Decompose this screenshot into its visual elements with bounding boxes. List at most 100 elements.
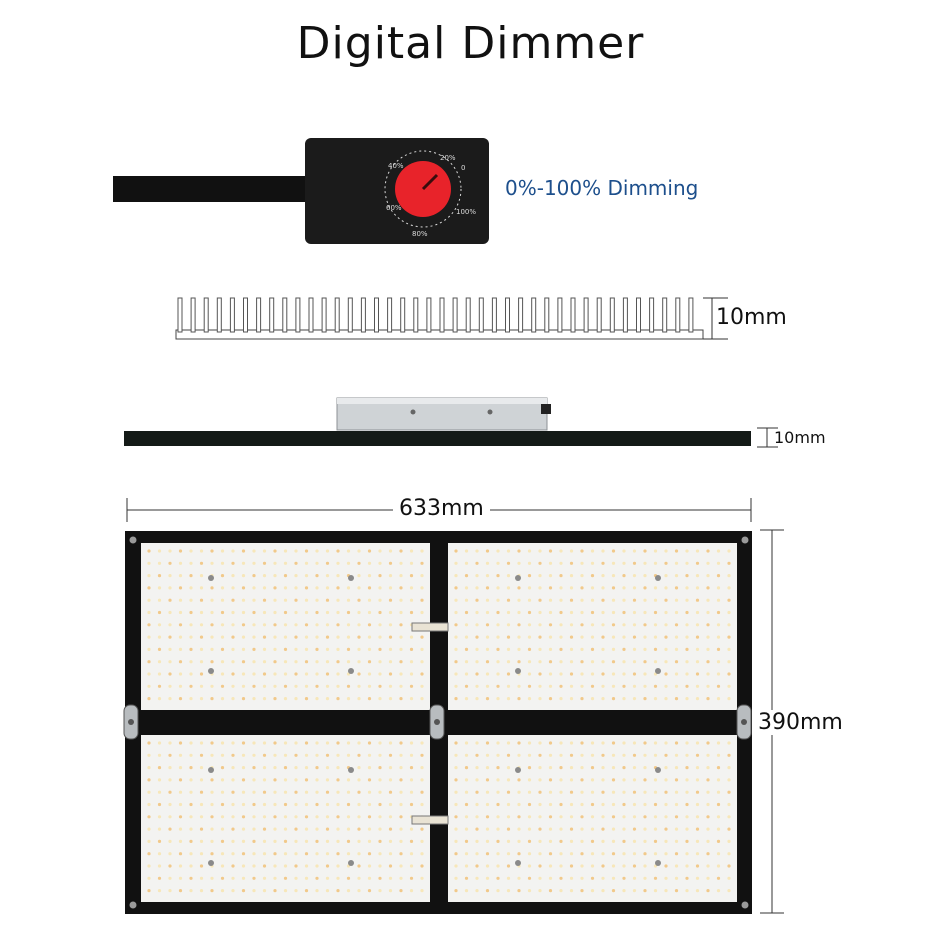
led-chip: [538, 802, 542, 807]
led-chip: [199, 561, 204, 565]
led-chip: [464, 827, 469, 831]
led-chip: [189, 766, 193, 770]
led-chip: [325, 660, 330, 664]
led-chip: [674, 672, 679, 676]
led-chip: [409, 672, 414, 676]
led-chip: [580, 790, 584, 794]
led-chip: [538, 684, 542, 688]
led-chip: [601, 741, 605, 745]
led-chip: [357, 574, 361, 578]
led-chip: [336, 660, 340, 664]
led-chip: [548, 586, 553, 590]
led-panel: [448, 735, 737, 902]
panel-screw: [348, 668, 354, 674]
led-chip: [475, 598, 479, 602]
led-chip: [622, 778, 626, 782]
led-chip: [283, 672, 288, 676]
led-chip: [210, 586, 214, 590]
led-chip: [231, 741, 235, 745]
led-chip: [506, 697, 511, 701]
led-chip: [241, 623, 246, 627]
led-chip: [548, 684, 553, 688]
led-chip: [464, 864, 469, 868]
led-chip: [147, 697, 151, 701]
led-chip: [590, 697, 595, 701]
led-chip: [559, 766, 563, 770]
led-chip: [569, 697, 574, 701]
led-chip: [378, 741, 382, 745]
led-chip: [632, 753, 637, 757]
led-chip: [336, 672, 340, 676]
led-chip: [168, 753, 172, 757]
led-chip: [283, 741, 288, 745]
led-chip: [168, 610, 172, 615]
led-chip: [252, 741, 256, 745]
led-chip: [475, 697, 479, 701]
led-chip: [178, 635, 183, 639]
led-chip: [727, 684, 731, 688]
led-chip: [420, 684, 424, 688]
led-chip: [399, 790, 403, 794]
led-chip: [622, 852, 626, 856]
led-chip: [685, 561, 689, 565]
led-chip: [664, 660, 668, 664]
led-chip: [304, 753, 309, 757]
heatsink-fin: [452, 297, 458, 333]
led-chip: [283, 778, 288, 782]
led-chip: [559, 610, 563, 615]
led-chip: [527, 635, 532, 639]
led-chip: [664, 549, 668, 553]
led-chip: [378, 790, 382, 794]
led-chip: [336, 876, 340, 880]
led-chip: [538, 741, 542, 745]
led-chip: [199, 852, 204, 856]
led-chip: [580, 778, 584, 782]
led-chip: [622, 684, 626, 688]
led-chip: [643, 647, 647, 652]
led-chip: [517, 635, 521, 639]
led-chip: [199, 839, 204, 844]
led-chip: [590, 741, 595, 745]
led-chip: [674, 802, 679, 807]
led-chip: [674, 549, 679, 553]
led-chip: [273, 876, 277, 880]
led-chip: [388, 574, 393, 578]
led-chip: [367, 684, 372, 688]
led-chip: [178, 815, 183, 819]
led-chip: [273, 802, 277, 807]
led-chip: [273, 790, 277, 794]
led-chip: [580, 549, 584, 553]
led-chip: [189, 697, 193, 701]
led-chip: [241, 889, 246, 893]
led-chip: [506, 827, 511, 831]
led-chip: [273, 697, 277, 701]
led-chip: [409, 790, 414, 794]
led-chip: [538, 623, 542, 627]
led-chip: [220, 635, 225, 639]
led-chip: [399, 827, 403, 831]
led-chip: [273, 889, 277, 893]
led-chip: [580, 574, 584, 578]
led-chip: [664, 839, 668, 844]
led-chip: [559, 815, 563, 819]
led-chip: [315, 778, 319, 782]
led-chip: [294, 778, 298, 782]
led-chip: [506, 766, 511, 770]
heatsink-fin: [308, 297, 314, 333]
dial-mark-20: 20%: [440, 154, 456, 162]
led-chip: [569, 623, 574, 627]
led-chip: [485, 610, 490, 615]
led-chip: [199, 660, 204, 664]
led-chip: [685, 598, 689, 602]
led-chip: [409, 549, 414, 553]
led-chip: [336, 864, 340, 868]
led-chip: [611, 852, 616, 856]
led-chip: [420, 672, 424, 676]
led-chip: [168, 586, 172, 590]
led-chip: [189, 790, 193, 794]
led-chip: [378, 815, 382, 819]
led-chip: [210, 852, 214, 856]
dial-mark-100: 100%: [456, 208, 476, 216]
led-chip: [178, 753, 183, 757]
led-chip: [294, 790, 298, 794]
